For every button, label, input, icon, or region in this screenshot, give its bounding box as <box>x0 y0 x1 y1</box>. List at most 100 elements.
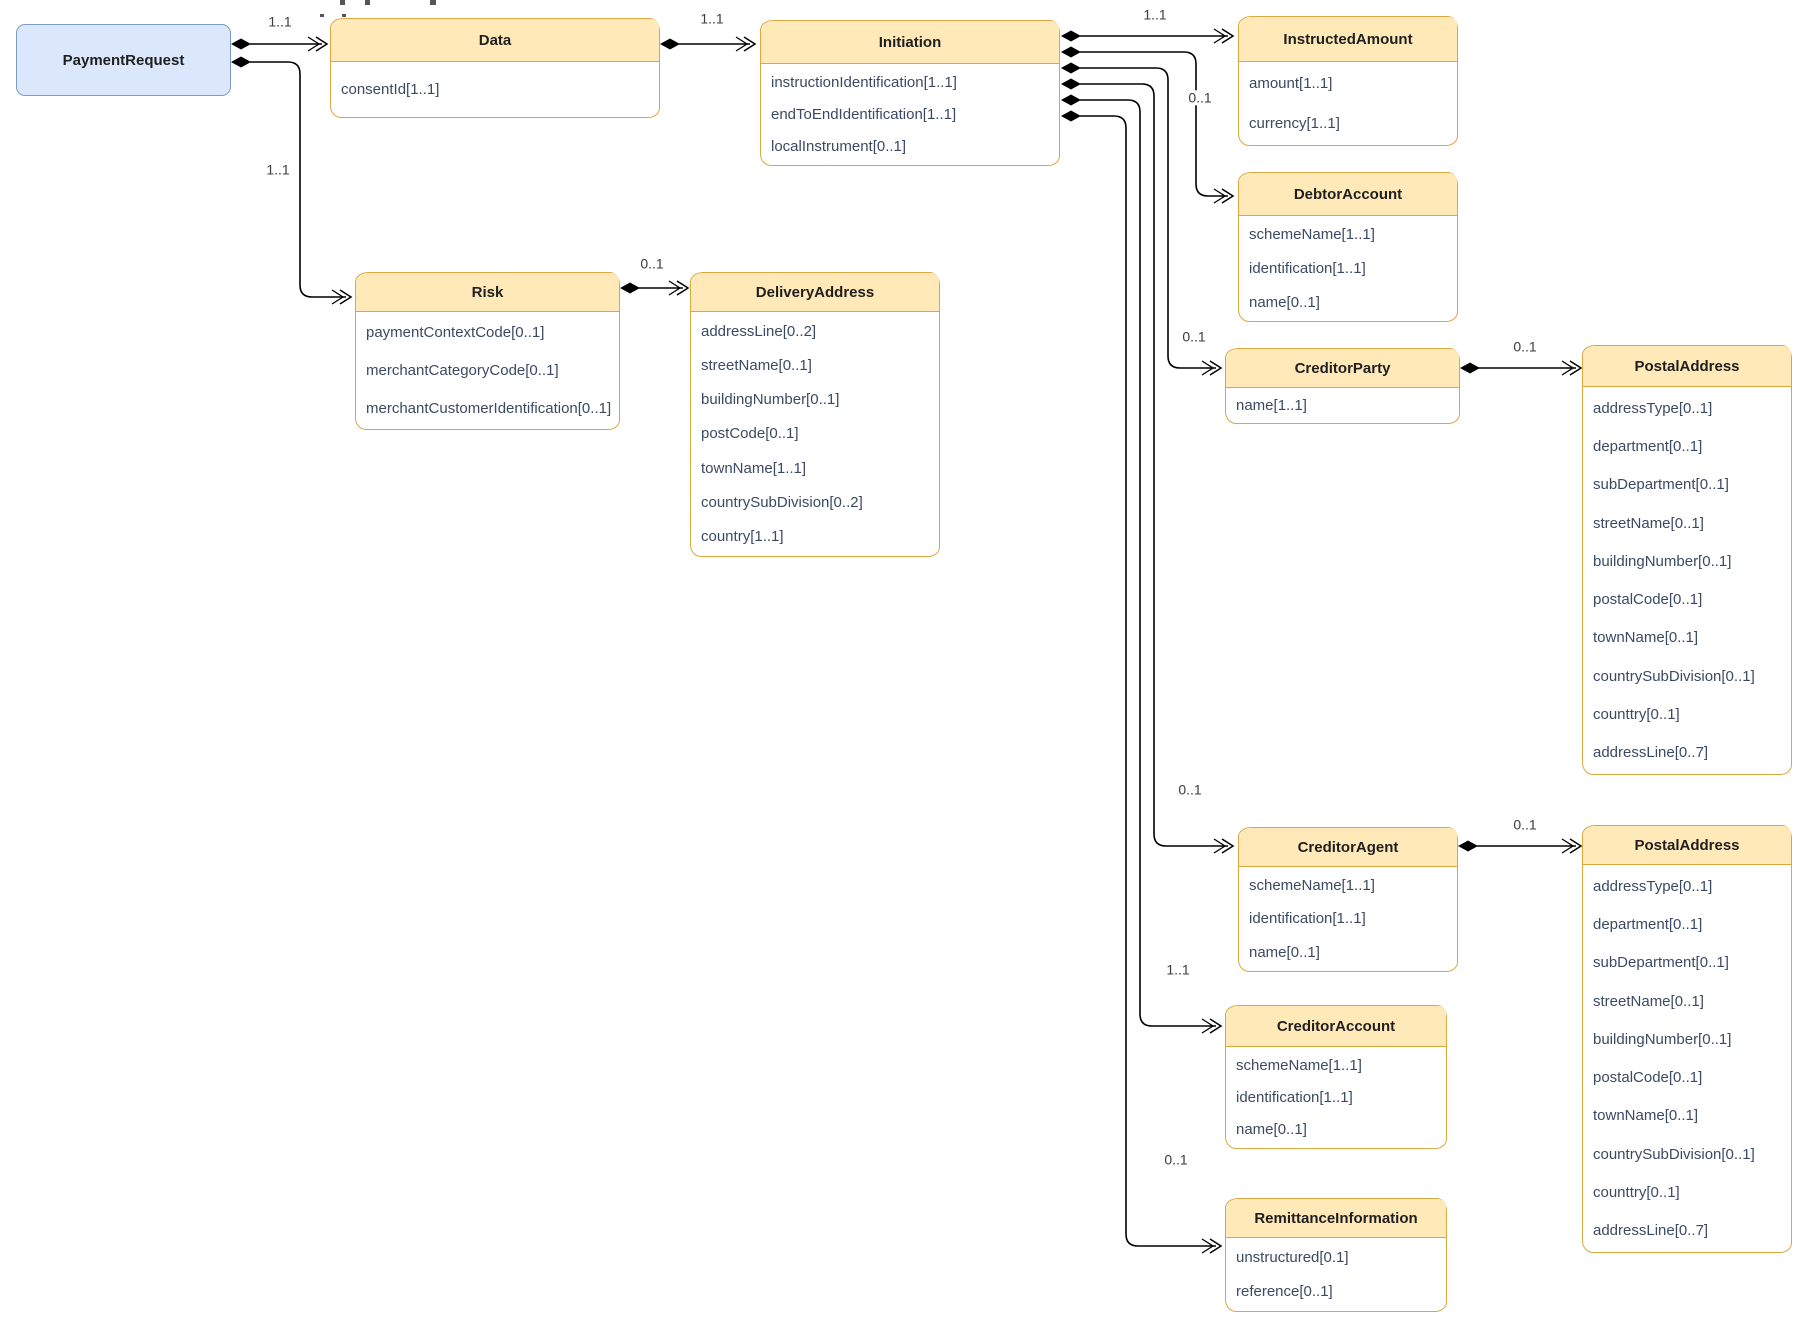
composition-diamond-icon <box>1061 30 1081 42</box>
composition-diamond-icon <box>1061 46 1081 58</box>
open-arrowhead-icon <box>315 36 329 52</box>
open-arrowhead-icon <box>676 280 690 296</box>
open-arrowhead-icon <box>1221 838 1235 854</box>
cropped-text-artifact <box>365 0 370 5</box>
composition-diamond-icon <box>1061 94 1081 106</box>
open-arrowhead-icon <box>1569 360 1583 376</box>
attribute-row: streetName[0..1] <box>1593 992 1704 1010</box>
open-arrowhead-icon <box>307 36 321 52</box>
attribute-row: merchantCustomerIdentification[0..1] <box>366 399 612 417</box>
attribute-row: postalCode[0..1] <box>1593 1069 1703 1087</box>
attribute-row: reference[0..1] <box>1236 1283 1333 1301</box>
attribute-row: postCode[0..1] <box>701 425 799 443</box>
attribute-row: countrySubDivision[0..1] <box>1593 1145 1755 1163</box>
attribute-row: buildingNumber[0..1] <box>701 391 840 409</box>
composition-diamond-icon <box>1061 62 1081 74</box>
entity-attributes-creditorAgent: schemeName[1..1] identification[1..1] name… <box>1239 867 1457 971</box>
entity-attributes-postalAddress1: addressType[0..1]department[0..1]subDepa… <box>1583 387 1791 774</box>
connector-initiation-creditorAccount <box>1080 99 1216 1027</box>
multiplicity-label-data-initiation: 1..1 <box>698 10 726 27</box>
entity-attributes-remittanceInformation: unstructured[0.1]reference[0..1] <box>1226 1238 1446 1311</box>
attribute-row: counttry[0..1] <box>1593 1184 1680 1202</box>
attribute-row: addressType[0..1] <box>1593 399 1713 417</box>
open-arrowhead-icon <box>1209 360 1223 376</box>
open-arrowhead-icon <box>1201 1238 1215 1254</box>
attribute-row: identification[1..1] <box>1249 259 1366 277</box>
entity-title-creditorParty: CreditorParty <box>1226 349 1459 388</box>
multiplicity-label-initiation-instructedAmount: 1..1 <box>1141 6 1169 23</box>
attribute-row: department[0..1] <box>1593 915 1703 933</box>
entity-title-postalAddress2: PostalAddress <box>1583 826 1791 865</box>
entity-instructedAmount: InstructedAmount amount[1..1] currency[1..… <box>1238 16 1458 146</box>
entity-creditorAgent: CreditorAgent schemeName[1..1] identificat… <box>1238 827 1458 972</box>
attribute-row: instructionIdentification[1..1] <box>771 73 957 91</box>
attribute-row: subDepartment[0..1] <box>1593 954 1729 972</box>
attribute-row: amount[1..1] <box>1249 75 1333 93</box>
entity-title-instructedAmount: InstructedAmount <box>1239 17 1457 62</box>
composition-diamond-icon <box>1460 362 1480 374</box>
entity-title-paymentRequest: PaymentRequest <box>62 51 185 69</box>
entity-title-data: Data <box>331 19 659 62</box>
attribute-row: townName[1..1] <box>701 459 807 477</box>
attribute-row: streetName[0..1] <box>1593 514 1704 532</box>
attribute-row: name[0..1] <box>1249 293 1320 311</box>
entity-title-risk: Risk <box>356 273 619 312</box>
attribute-row: buildingNumber[0..1] <box>1593 552 1732 570</box>
open-arrowhead-icon <box>1569 838 1583 854</box>
entity-title-debtorAccount: DebtorAccount <box>1239 173 1457 216</box>
attribute-row: addressLine[0..7] <box>1593 744 1709 762</box>
multiplicity-label-creditorParty-postalAddress1: 0..1 <box>1511 338 1539 355</box>
composition-diamond-icon <box>231 38 251 50</box>
open-arrowhead-icon <box>1209 1018 1223 1034</box>
open-arrowhead-icon <box>1213 838 1227 854</box>
attribute-row: townName[0..1] <box>1593 1107 1699 1125</box>
attribute-row: addressLine[0..2] <box>701 322 817 340</box>
attribute-row: country[1..1] <box>701 528 784 546</box>
multiplicity-label-initiation-creditorAccount: 1..1 <box>1164 961 1192 978</box>
composition-diamond-icon <box>660 38 680 50</box>
entity-data: Data consentId[1..1] <box>330 18 660 118</box>
entity-attributes-data: consentId[1..1] <box>331 62 659 117</box>
multiplicity-label-initiation-debtorAccount: 0..1 <box>1186 89 1214 106</box>
open-arrowhead-icon <box>668 280 682 296</box>
attribute-row: streetName[0..1] <box>701 356 812 374</box>
open-arrowhead-icon <box>1201 1018 1215 1034</box>
entity-title-creditorAccount: CreditorAccount <box>1226 1006 1446 1047</box>
attribute-row: schemeName[1..1] <box>1249 877 1375 895</box>
attribute-row: department[0..1] <box>1593 437 1703 455</box>
attribute-row: paymentContextCode[0..1] <box>366 324 545 342</box>
attribute-row: counttry[0..1] <box>1593 706 1680 724</box>
connector-initiation-creditorParty <box>1080 67 1216 369</box>
multiplicity-label-paymentRequest-risk: 1..1 <box>264 161 292 178</box>
open-arrowhead-icon <box>743 36 757 52</box>
composition-diamond-icon <box>620 282 640 294</box>
attribute-row: identification[1..1] <box>1249 910 1366 928</box>
entity-debtorAccount: DebtorAccount schemeName[1..1] identificat… <box>1238 172 1458 322</box>
attribute-row: addressLine[0..7] <box>1593 1222 1709 1240</box>
entity-title-postalAddress1: PostalAddress <box>1583 346 1791 387</box>
entity-title-creditorAgent: CreditorAgent <box>1239 828 1457 867</box>
attribute-row: currency[1..1] <box>1249 114 1340 132</box>
attribute-row: name[0..1] <box>1249 943 1320 961</box>
connector-paymentRequest-risk <box>250 61 346 298</box>
attribute-row: countrySubDivision[0..2] <box>701 494 863 512</box>
open-arrowhead-icon <box>1561 360 1575 376</box>
attribute-row: consentId[1..1] <box>341 81 440 98</box>
entity-paymentRequest: PaymentRequest <box>16 24 231 96</box>
entity-attributes-deliveryAddress: addressLine[0..2] streetName[0..1] buildin… <box>691 312 939 556</box>
open-arrowhead-icon <box>1209 1238 1223 1254</box>
attribute-row: endToEndIdentification[1..1] <box>771 105 957 123</box>
attribute-row: townName[0..1] <box>1593 629 1699 647</box>
entity-title-initiation: Initiation <box>761 21 1059 64</box>
multiplicity-label-initiation-remittanceInformation: 0..1 <box>1162 1151 1190 1168</box>
entity-attributes-postalAddress2: addressType[0..1]department[0..1]subDepa… <box>1583 865 1791 1252</box>
composition-diamond-icon <box>1061 78 1081 90</box>
attribute-row: schemeName[1..1] <box>1236 1056 1362 1074</box>
entity-attributes-risk: paymentContextCode[0..1]merchantCategory… <box>356 312 619 429</box>
attribute-row: schemeName[1..1] <box>1249 226 1375 244</box>
